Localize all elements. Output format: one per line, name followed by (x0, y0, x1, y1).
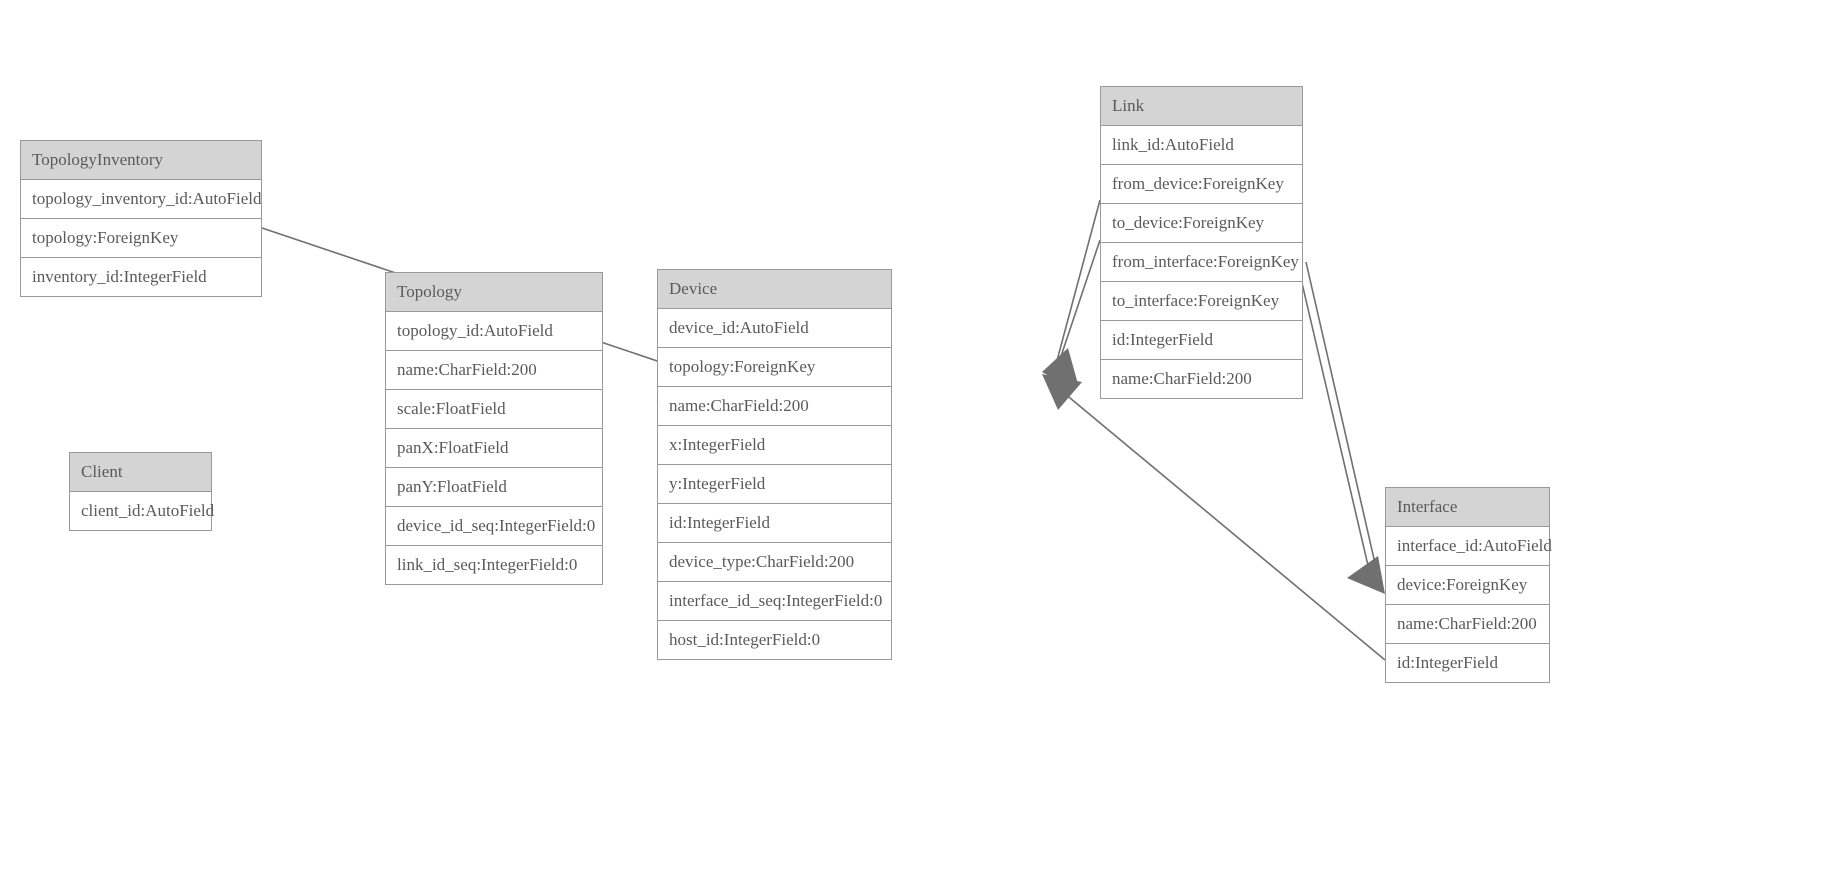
entity-topologyinventory-field-topology-inventory-id[interactable]: topology_inventory_id:AutoField (21, 180, 262, 219)
entity-topology-field-link-id-seq[interactable]: link_id_seq:IntegerField:0 (386, 546, 602, 584)
entity-device-field-y[interactable]: y:IntegerField (658, 465, 891, 504)
entity-link-field-from-interface[interactable]: from_interface:ForeignKey (1101, 243, 1302, 282)
entity-topology-field-panx[interactable]: panX:FloatField (386, 429, 602, 468)
entity-topologyinventory-title: TopologyInventory (21, 141, 261, 180)
entity-device-field-topology[interactable]: topology:ForeignKey (658, 348, 891, 387)
entity-link-field-link-id[interactable]: link_id:AutoField (1101, 126, 1302, 165)
edge-link-to-interface-to-interface (1297, 265, 1385, 594)
entity-device-field-x[interactable]: x:IntegerField (658, 426, 891, 465)
entity-client-title: Client (70, 453, 211, 492)
entity-device-field-name[interactable]: name:CharField:200 (658, 387, 891, 426)
entity-topology-field-scale[interactable]: scale:FloatField (386, 390, 602, 429)
edge-link-from-device-to-device (1042, 199, 1101, 384)
entity-device-title: Device (658, 270, 891, 309)
entity-topology-field-name[interactable]: name:CharField:200 (386, 351, 602, 390)
entity-link[interactable]: Link link_id:AutoField from_device:Forei… (1100, 86, 1303, 399)
entity-topology-title: Topology (386, 273, 602, 312)
entity-device-field-host-id[interactable]: host_id:IntegerField:0 (658, 621, 891, 659)
edge-interface-to-device (1042, 374, 1386, 661)
entity-interface-field-interface-id[interactable]: interface_id:AutoField (1386, 527, 1552, 566)
entity-topology-field-device-id-seq[interactable]: device_id_seq:IntegerField:0 (386, 507, 602, 546)
entity-interface-field-device[interactable]: device:ForeignKey (1386, 566, 1549, 605)
entity-link-field-id[interactable]: id:IntegerField (1101, 321, 1302, 360)
entity-topologyinventory[interactable]: TopologyInventory topology_inventory_id:… (20, 140, 262, 297)
entity-topologyinventory-field-inventory-id[interactable]: inventory_id:IntegerField (21, 258, 261, 296)
entity-device-field-interface-id-seq[interactable]: interface_id_seq:IntegerField:0 (658, 582, 891, 621)
entity-topologyinventory-field-topology[interactable]: topology:ForeignKey (21, 219, 261, 258)
entity-interface-field-id[interactable]: id:IntegerField (1386, 644, 1549, 682)
entity-topology-field-topology-id[interactable]: topology_id:AutoField (386, 312, 602, 351)
edge-link-to-device-to-device (1042, 239, 1101, 390)
entity-device-field-id[interactable]: id:IntegerField (658, 504, 891, 543)
entity-topology[interactable]: Topology topology_id:AutoField name:Char… (385, 272, 603, 585)
edge-link-from-interface-to-interface (1305, 261, 1378, 573)
entity-client[interactable]: Client client_id:AutoField (69, 452, 214, 531)
entity-interface-title: Interface (1386, 488, 1549, 527)
entity-link-field-to-interface[interactable]: to_interface:ForeignKey (1101, 282, 1302, 321)
entity-link-field-from-device[interactable]: from_device:ForeignKey (1101, 165, 1302, 204)
entity-link-title: Link (1101, 87, 1302, 126)
entity-topology-field-pany[interactable]: panY:FloatField (386, 468, 602, 507)
entity-link-field-to-device[interactable]: to_device:ForeignKey (1101, 204, 1302, 243)
entity-link-field-name[interactable]: name:CharField:200 (1101, 360, 1302, 398)
entity-interface-field-name[interactable]: name:CharField:200 (1386, 605, 1549, 644)
entity-interface[interactable]: Interface interface_id:AutoField device:… (1385, 487, 1552, 683)
entity-client-field-client-id[interactable]: client_id:AutoField (70, 492, 214, 530)
entity-device-field-device-type[interactable]: device_type:CharField:200 (658, 543, 891, 582)
entity-device-field-device-id[interactable]: device_id:AutoField (658, 309, 891, 348)
entity-device[interactable]: Device device_id:AutoField topology:Fore… (657, 269, 892, 660)
